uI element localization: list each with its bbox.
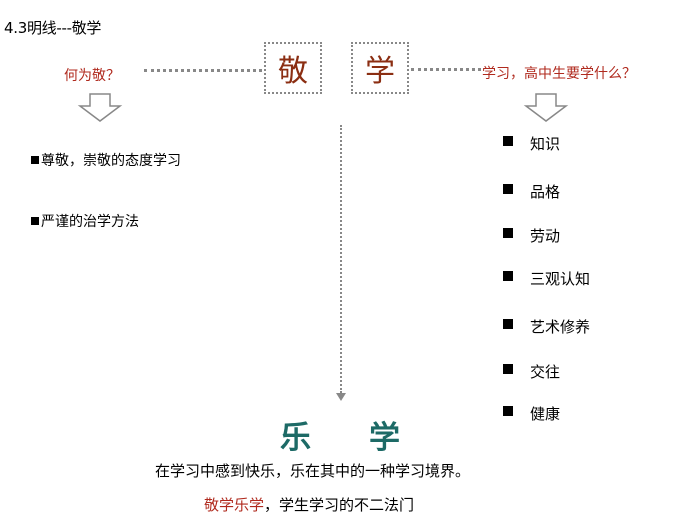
- right-item-label: 知识: [530, 135, 561, 153]
- bullet-square-icon: [503, 184, 513, 194]
- jing-box: 敬: [264, 42, 322, 94]
- bullet-square-icon: [503, 406, 513, 416]
- right-item-label: 三观认知: [530, 270, 591, 288]
- left-item-label: 尊敬，崇敬的态度学习: [41, 153, 181, 169]
- right-item-label: 交往: [530, 363, 561, 381]
- center-arrowhead-icon: [336, 393, 346, 401]
- right-down-arrow-icon: [523, 93, 569, 122]
- slogan: 敬学乐学，学生学习的不二法门: [204, 494, 414, 515]
- left-connector-dots: [144, 69, 262, 72]
- jing-char: 敬: [278, 54, 308, 89]
- bullet-square-icon: [503, 228, 513, 238]
- left-item: 尊敬，崇敬的态度学习: [31, 150, 181, 170]
- slogan-rest: ，学生学习的不二法门: [264, 496, 415, 514]
- page-title: 4.3明线---敬学: [4, 19, 102, 37]
- right-item-label: 艺术修养: [530, 318, 591, 336]
- question-right: 学习，高中生要学什么？: [482, 66, 636, 82]
- right-item-label: 劳动: [530, 227, 561, 245]
- bullet-square-icon: [31, 156, 39, 164]
- xue-box: 学: [351, 42, 409, 94]
- lexue-heading: 乐学: [280, 412, 400, 457]
- lexue-description: 在学习中感到快乐，乐在其中的一种学习境界。: [155, 462, 471, 480]
- right-item-label: 健康: [530, 405, 561, 423]
- center-dotted-line: [340, 125, 342, 393]
- slogan-highlight: 敬学乐学: [204, 496, 265, 514]
- bullet-square-icon: [503, 364, 513, 374]
- bullet-square-icon: [503, 319, 513, 329]
- right-connector-dots: [411, 68, 481, 71]
- right-item-label: 品格: [530, 183, 561, 201]
- left-item-label: 严谨的治学方法: [41, 214, 139, 230]
- bullet-square-icon: [503, 271, 513, 281]
- question-left: 何为敬？: [64, 68, 120, 84]
- xue-char: 学: [365, 54, 395, 89]
- left-down-arrow-icon: [77, 93, 123, 122]
- bullet-square-icon: [31, 217, 39, 225]
- left-item: 严谨的治学方法: [31, 211, 139, 231]
- bullet-square-icon: [503, 136, 513, 146]
- lexue-char-xue: 学: [369, 420, 400, 456]
- lexue-char-le: 乐: [280, 420, 311, 456]
